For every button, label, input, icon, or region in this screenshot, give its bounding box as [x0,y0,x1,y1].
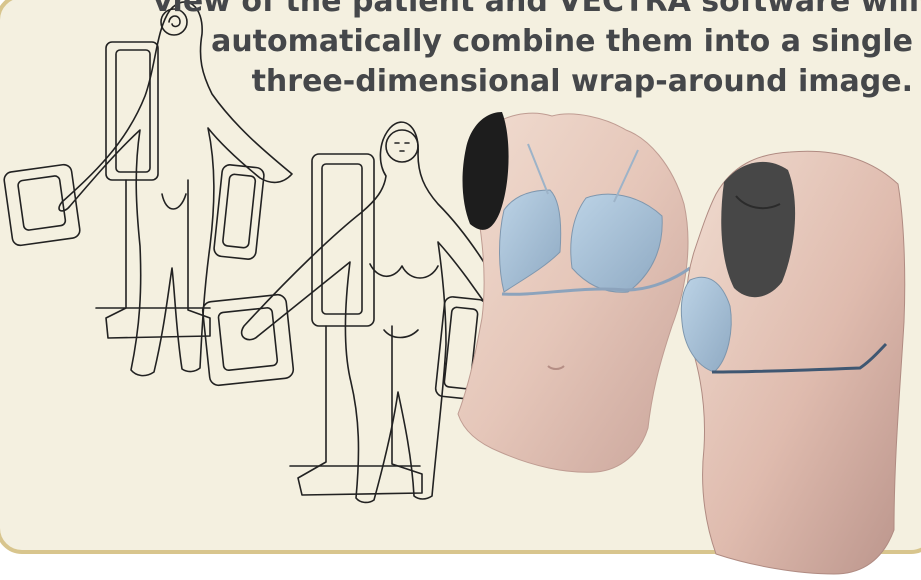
caption-line-3: three-dimensional wrap-around image. [153,62,913,102]
middle-stand-base [298,326,422,495]
middle-stand-top-inner-panel [322,164,362,314]
torso-model-front [458,112,690,472]
front-view-patient-head [386,130,418,162]
torso-model-side [681,151,904,574]
left-camera-left [3,164,81,247]
front-view-patient-face [395,143,409,151]
caption-line-1: view of the patient and VECTRA software … [153,0,913,22]
caption-text: view of the patient and VECTRA software … [153,0,913,102]
left-camera-right-inner [222,174,255,248]
left-stand-base [106,180,210,338]
caption-line-2: automatically combine them into a single [153,22,913,62]
left-stand-top-inner-panel [116,50,150,172]
front-view-patient-chest [370,264,438,278]
back-view-patient-glute [162,194,186,209]
front-view-patient-navel-area [384,330,418,338]
left-camera-left-inner [17,175,66,230]
left-camera-right [213,164,264,260]
